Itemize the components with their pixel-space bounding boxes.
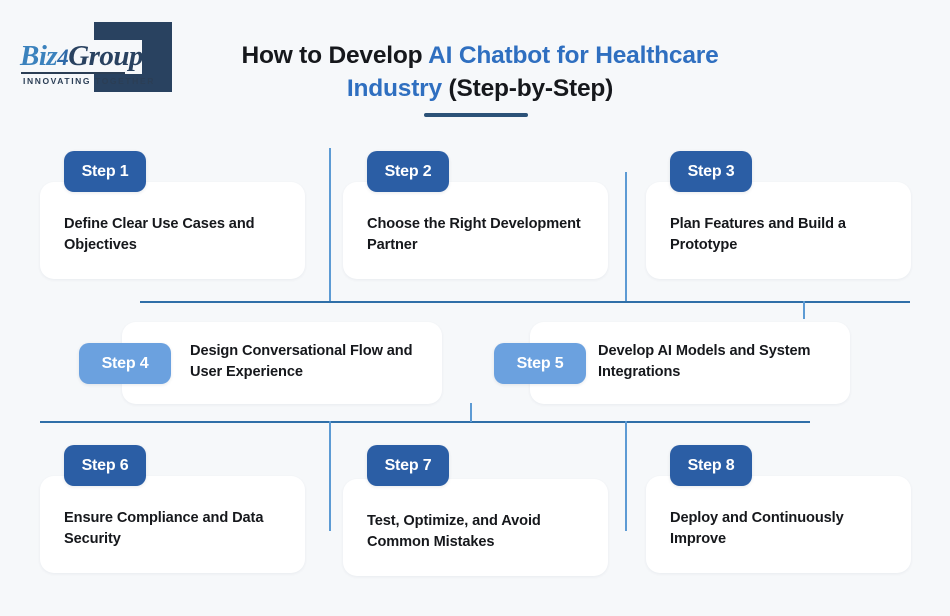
title-tail: (Step-by-Step): [441, 74, 614, 102]
step-card-7-title: Test, Optimize, and Avoid Common Mistake…: [367, 513, 541, 550]
step-card-2-title: Choose the Right Development Partner: [367, 216, 581, 253]
step-card-1-title: Define Clear Use Cases and Objectives: [64, 216, 255, 253]
step-card-6-title: Ensure Compliance and Data Security: [64, 510, 264, 547]
divider-row3-right: [625, 421, 627, 531]
step-card-2[interactable]: Choose the Right Development Partner: [343, 182, 608, 279]
divider-row3-left: [329, 421, 331, 531]
step-badge-3-label: Step 3: [687, 162, 735, 180]
logo-word-group: Group: [68, 40, 144, 72]
step-card-3[interactable]: Plan Features and Build a Prototype: [646, 182, 911, 279]
step-badge-5[interactable]: Step 5: [494, 343, 586, 384]
step-card-8-title: Deploy and Continuously Improve: [670, 510, 844, 547]
logo-word-four: 4: [57, 45, 69, 70]
logo-tagline: INNOVATING TOGETHER: [23, 76, 155, 86]
connector-row1-bottom: [140, 301, 910, 303]
step-card-5-title: Develop AI Models and System Integration…: [598, 343, 811, 380]
step-badge-4-label: Step 4: [101, 354, 149, 372]
step-card-1[interactable]: Define Clear Use Cases and Objectives: [40, 182, 305, 279]
connector-row2-bottom: [40, 421, 810, 423]
logo-wordmark: Biz4Group: [20, 40, 144, 72]
step-badge-5-label: Step 5: [516, 354, 564, 372]
title-accent-1: AI Chatbot for: [428, 42, 589, 69]
step-badge-4[interactable]: Step 4: [79, 343, 171, 384]
step-badge-6[interactable]: Step 6: [64, 445, 146, 486]
title-accent-2: Healthcare Industry: [346, 42, 719, 102]
step-badge-7[interactable]: Step 7: [367, 445, 449, 486]
divider-row1-right: [625, 172, 627, 302]
step-badge-2-label: Step 2: [384, 162, 432, 180]
step-card-8[interactable]: Deploy and Continuously Improve: [646, 476, 911, 573]
step-badge-8-label: Step 8: [687, 456, 735, 474]
connector-row2-stub-mid: [470, 403, 472, 422]
step-badge-1-label: Step 1: [81, 162, 129, 180]
step-badge-1[interactable]: Step 1: [64, 151, 146, 192]
step-card-4-title: Design Conversational Flow and User Expe…: [190, 343, 413, 380]
step-card-4[interactable]: Design Conversational Flow and User Expe…: [122, 322, 442, 404]
step-card-3-title: Plan Features and Build a Prototype: [670, 216, 846, 253]
step-badge-3[interactable]: Step 3: [670, 151, 752, 192]
title-underline: [424, 113, 528, 117]
page-title: How to Develop AI Chatbot for Healthcare…: [200, 40, 760, 105]
step-badge-7-label: Step 7: [384, 456, 432, 474]
logo-bracket-notch: [94, 40, 142, 74]
step-card-7[interactable]: Test, Optimize, and Avoid Common Mistake…: [343, 479, 608, 576]
brand-logo: Biz4Group INNOVATING TOGETHER: [18, 20, 178, 92]
divider-row1-left: [329, 148, 331, 302]
logo-word-biz: Biz: [20, 40, 58, 72]
step-badge-8[interactable]: Step 8: [670, 445, 752, 486]
step-badge-6-label: Step 6: [81, 456, 129, 474]
logo-bracket-mark: [94, 22, 172, 92]
step-badge-2[interactable]: Step 2: [367, 151, 449, 192]
title-lead: How to Develop: [241, 42, 429, 69]
logo-divider: [21, 72, 125, 74]
step-card-6[interactable]: Ensure Compliance and Data Security: [40, 476, 305, 573]
connector-row2-stub-right: [803, 301, 805, 319]
